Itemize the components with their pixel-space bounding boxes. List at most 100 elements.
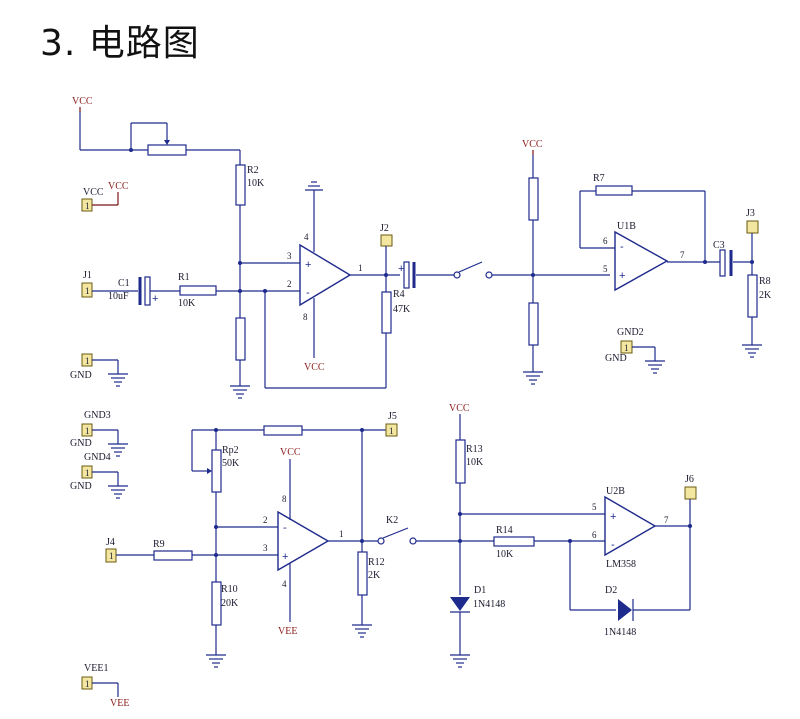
svg-text:1: 1: [358, 263, 363, 273]
vee1-label: VEE1: [84, 663, 108, 674]
r4-label: R4: [393, 289, 405, 300]
r2-value: 10K: [247, 178, 265, 189]
diode-d2: [618, 599, 632, 621]
resistor-divider-lower: [528, 302, 539, 346]
svg-text:1: 1: [109, 551, 114, 561]
gnd4-net-label: GND: [70, 481, 92, 492]
vcc-label: VCC: [72, 96, 93, 107]
svg-text:1: 1: [624, 343, 629, 353]
svg-text:7: 7: [664, 515, 669, 525]
resistor-r14: [493, 536, 535, 547]
ground-symbol: [352, 624, 372, 638]
ground-symbol: [230, 385, 250, 399]
j2-label: J2: [380, 223, 389, 234]
svg-text:8: 8: [303, 312, 308, 322]
j6-label: J6: [685, 474, 694, 485]
resistor-r1: [179, 285, 217, 296]
resistor-r10: [211, 581, 222, 626]
svg-text:7: 7: [680, 250, 685, 260]
gnd2-label: GND2: [617, 327, 644, 338]
potentiometer-rp1: [147, 144, 187, 156]
lm358-label: LM358: [606, 559, 636, 570]
r12-value: 2K: [368, 570, 381, 581]
gnd4-label: GND4: [84, 452, 111, 463]
u1b-label: U1B: [617, 221, 636, 232]
resistor-r13: [455, 439, 466, 484]
r13-value: 10K: [466, 457, 484, 468]
r7-label: R7: [593, 173, 605, 184]
opamp-u1b: [614, 230, 669, 292]
ground-symbol: [108, 485, 128, 499]
j1-connector-pin: [81, 282, 93, 298]
vcc-net-label: VCC: [108, 181, 129, 192]
resistor-bias-lower: [235, 317, 246, 361]
d1-label: D1: [474, 585, 486, 596]
r8-value: 2K: [759, 290, 772, 301]
svg-text:6: 6: [592, 530, 597, 540]
svg-text:1: 1: [85, 426, 90, 436]
vcc-connector-label: VCC: [83, 187, 104, 198]
r1-label: R1: [178, 272, 190, 283]
r14-label: R14: [496, 525, 513, 536]
switch-k2-lever: [382, 527, 409, 539]
ground-symbol: [206, 654, 226, 668]
resistor-feedback-r11: [263, 425, 303, 436]
svg-text:+: +: [282, 551, 288, 563]
svg-text:3: 3: [287, 251, 292, 261]
c1-label: C1: [118, 278, 130, 289]
j3-connector-pin: [746, 220, 759, 234]
resistor-divider-upper: [528, 177, 539, 221]
svg-text:+: +: [305, 259, 311, 271]
svg-text:1: 1: [389, 426, 394, 436]
opamp-u2b: [604, 495, 657, 557]
vee-comparator-label: VEE: [278, 626, 297, 637]
diode-d1: [450, 597, 470, 611]
j5-label: J5: [388, 411, 397, 422]
svg-text:1: 1: [85, 286, 90, 296]
d2-label: D2: [605, 585, 617, 596]
vcc-opamp1-label: VCC: [304, 362, 325, 373]
svg-text:4: 4: [304, 232, 309, 242]
page-title: 3. 电路图: [40, 23, 200, 64]
ground-symbol: [645, 360, 665, 374]
svg-text:1: 1: [85, 468, 90, 478]
svg-text:+: +: [619, 270, 625, 282]
switch-k1-contact: [453, 271, 461, 279]
j2-connector-pin: [380, 234, 393, 247]
r10-label: R10: [221, 584, 238, 595]
j4-label: J4: [106, 537, 115, 548]
ground-symbol: [108, 443, 128, 457]
svg-text:5: 5: [592, 502, 597, 512]
svg-text:-: -: [306, 287, 310, 299]
svg-text:4: 4: [282, 579, 287, 589]
r10-value: 20K: [221, 598, 239, 609]
svg-text:-: -: [620, 241, 624, 253]
j5-connector-pin: [385, 423, 398, 437]
svg-text:+: +: [398, 263, 404, 275]
resistor-r12: [357, 551, 368, 596]
potentiometer-rp2: [211, 449, 222, 493]
opamp-u1a: [299, 243, 352, 307]
gnd3-net-label: GND: [70, 438, 92, 449]
r9-label: R9: [153, 539, 165, 550]
svg-text:6: 6: [603, 236, 608, 246]
svg-text:2: 2: [263, 515, 268, 525]
ground-symbol: [523, 371, 543, 385]
vee-net-label: VEE: [110, 698, 129, 709]
gnd2-net-label: GND: [605, 353, 627, 364]
svg-text:-: -: [611, 539, 615, 551]
gnd-net-label: GND: [70, 370, 92, 381]
gnd3-label: GND3: [84, 410, 111, 421]
svg-text:3: 3: [263, 543, 268, 553]
svg-text:1: 1: [85, 679, 90, 689]
resistor-r2: [235, 164, 246, 206]
ground-symbol: [450, 654, 470, 668]
svg-text:+: +: [152, 293, 158, 305]
ground-symbol-inverted: [305, 181, 323, 191]
switch-k2-contact: [377, 537, 385, 545]
r14-value: 10K: [496, 549, 514, 560]
resistor-r4: [381, 291, 392, 334]
svg-text:8: 8: [282, 494, 287, 504]
bottom-right-circuit: VCC R13 10K D1 1N4148 R14 10K U2B + - 5: [449, 403, 697, 668]
